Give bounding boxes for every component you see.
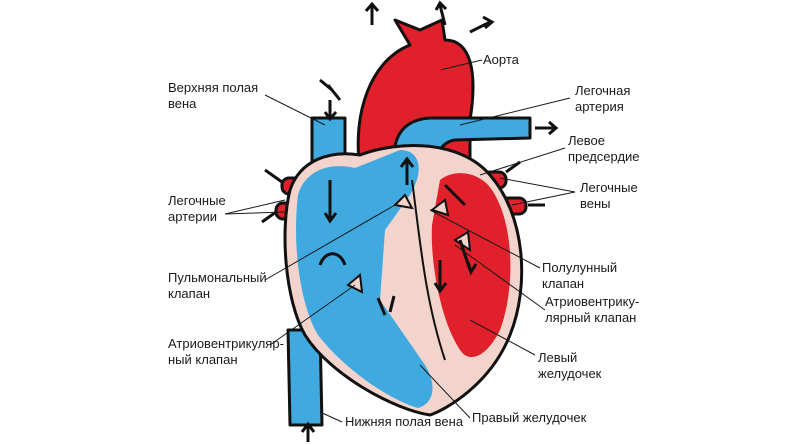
label-pulmonary-valve-2: клапан: [168, 286, 210, 301]
septum: [411, 179, 446, 361]
label-av-valve-right-1: Атриовентрику-: [545, 294, 639, 309]
label-left-atrium-2: предсердие: [568, 149, 640, 164]
left-heart-chambers: [431, 173, 511, 358]
label-inferior-vena-cava: Нижняя полая вена: [345, 414, 464, 429]
label-superior-vena-cava-2: вена: [168, 96, 197, 111]
label-pulmonary-arteries-1: Легочные: [168, 193, 226, 208]
label-av-valve-left-1: Атриовентрикуляр-: [168, 336, 284, 351]
label-right-ventricle: Правый желудочек: [472, 410, 587, 425]
label-semilunar-valve-2: клапан: [542, 276, 584, 291]
label-av-valve-right-2: лярный клапан: [545, 310, 636, 325]
label-superior-vena-cava-1: Верхняя полая: [168, 80, 258, 95]
flow-arrows: [261, 0, 559, 442]
label-pulmonary-veins-2: вены: [580, 196, 611, 211]
leader-lines: [224, 59, 576, 423]
label-pulmonary-artery-1: Легочная: [575, 83, 630, 98]
label-left-atrium-1: Левое: [568, 133, 605, 148]
label-pulmonary-valve-1: Пульмональный: [168, 270, 267, 285]
label-pulmonary-arteries-2: артерии: [168, 209, 217, 224]
label-av-valve-left-2: ный клапан: [168, 352, 238, 367]
label-aorta: Аорта: [483, 52, 520, 67]
label-left-ventricle-2: желудочек: [538, 366, 602, 381]
label-left-ventricle-1: Левый: [538, 350, 577, 365]
labels: Аорта Верхняя полая вена Легочная артери…: [168, 52, 640, 429]
label-pulmonary-artery-2: артерия: [575, 99, 624, 114]
label-semilunar-valve-1: Полулунный: [542, 260, 617, 275]
label-pulmonary-veins-1: Легочные: [580, 180, 638, 195]
